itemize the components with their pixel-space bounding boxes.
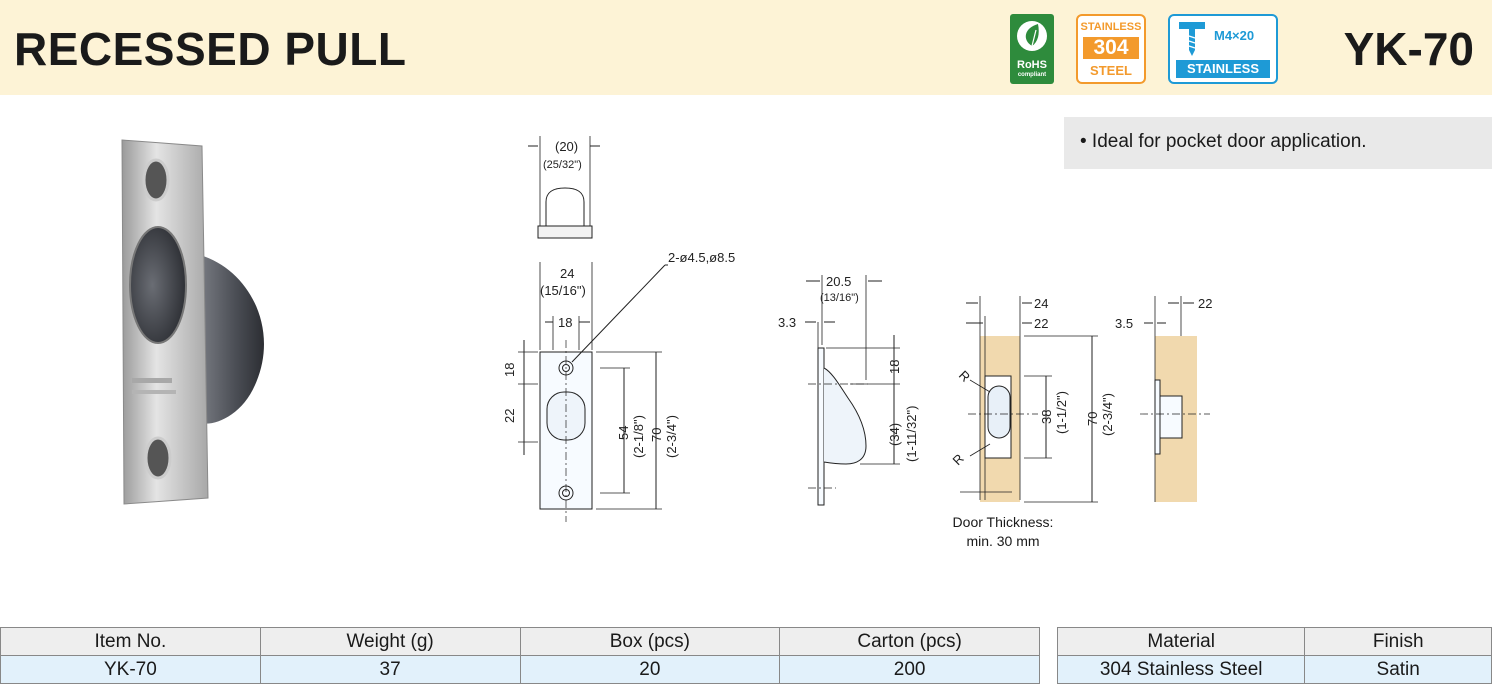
stainless-steel-badge: STAINLESS 304 STEEL xyxy=(1076,14,1146,84)
table-row: 304 Stainless Steel Satin xyxy=(1056,655,1492,684)
dim-cutout-total-length: 70 xyxy=(1085,412,1100,426)
dim-cutout-22: 22 xyxy=(1034,316,1048,331)
dim-side-top-offset: 18 xyxy=(887,360,902,374)
spec-table: Item No. Weight (g) Box (pcs) Carton (pc… xyxy=(0,627,1040,684)
door-view xyxy=(1140,296,1210,502)
dim-side-depth: 20.5 xyxy=(826,274,851,289)
dim-top-width-in: (25/32") xyxy=(543,159,582,171)
dim-door-22: 22 xyxy=(1198,296,1212,311)
header-bar: RECESSED PULL YK-70 RoHS compliant STAIN… xyxy=(0,0,1492,95)
dim-side-flange: 3.3 xyxy=(778,315,796,330)
cell-material: 304 Stainless Steel xyxy=(1056,655,1306,684)
header-material: Material xyxy=(1056,627,1306,656)
dim-cutout-total-length-in: (2-3/4") xyxy=(1100,393,1115,436)
cell-item-no: YK-70 xyxy=(0,655,261,684)
dim-cutout-length: 38 xyxy=(1039,410,1054,424)
dim-front-top-offset: 18 xyxy=(502,363,517,377)
header-box: Box (pcs) xyxy=(519,627,781,656)
cutout-view xyxy=(960,296,1098,503)
product-photo xyxy=(121,139,264,505)
dim-front-hole-pitch: 54 xyxy=(616,426,631,440)
stainless-badge-grade: 304 xyxy=(1083,37,1139,59)
header-carton: Carton (pcs) xyxy=(779,627,1040,656)
material-table: Material Finish 304 Stainless Steel Sati… xyxy=(1056,627,1492,684)
leaf-icon xyxy=(1017,21,1047,51)
stainless-badge-line1: STAINLESS xyxy=(1080,21,1142,33)
header-finish: Finish xyxy=(1304,627,1492,656)
dim-front-length-in: (2-3/4") xyxy=(664,415,679,458)
cell-weight: 37 xyxy=(259,655,521,684)
dim-front-outer-width-in: (15/16") xyxy=(540,283,586,298)
table-row: YK-70 37 20 200 xyxy=(0,655,1040,684)
rohs-label: RoHS xyxy=(1017,59,1047,71)
screw-icon xyxy=(1179,22,1205,56)
stainless-badge-line3: STEEL xyxy=(1090,63,1132,78)
header-item-no: Item No. xyxy=(0,627,261,656)
dim-top-width: (20) xyxy=(555,139,578,154)
header-weight: Weight (g) xyxy=(259,627,521,656)
dim-front-holes: 2-ø4.5,ø8.5 xyxy=(668,250,735,265)
page-title: RECESSED PULL xyxy=(14,23,407,75)
front-view xyxy=(518,262,668,522)
rohs-sublabel: compliant xyxy=(1017,72,1047,78)
note-line2: min. 30 mm xyxy=(966,533,1040,549)
table-header-row: Item No. Weight (g) Box (pcs) Carton (pc… xyxy=(0,627,1040,656)
note-line1: Door Thickness: xyxy=(952,514,1054,530)
cell-box: 20 xyxy=(519,655,781,684)
table-header-row: Material Finish xyxy=(1056,627,1492,656)
screw-material-label: STAINLESS xyxy=(1176,60,1270,78)
dim-front-length: 70 xyxy=(649,428,664,442)
screw-spec: M4×20 xyxy=(1214,28,1255,43)
dim-cutout-length-in: (1-1/2") xyxy=(1054,391,1069,434)
dim-front-recess: 22 xyxy=(502,409,517,423)
dim-door-flange: 3.5 xyxy=(1115,316,1133,331)
dim-side-depth-in: (13/16") xyxy=(820,292,859,304)
side-view xyxy=(805,275,900,506)
dim-side-recess-length: (34) xyxy=(887,423,902,446)
model-number: YK-70 xyxy=(1343,23,1474,75)
dim-cutout-radius-bottom: R xyxy=(950,451,967,468)
top-view xyxy=(528,136,600,239)
dim-front-hole-pitch-in: (2-1/8") xyxy=(631,415,646,458)
screw-badge: M4×20 STAINLESS xyxy=(1168,14,1278,84)
rohs-badge: RoHS compliant xyxy=(1010,14,1054,84)
feature-box: • Ideal for pocket door application. xyxy=(1064,117,1492,169)
dim-cutout-radius-top: R xyxy=(956,368,973,385)
dim-front-outer-width: 24 xyxy=(560,266,574,281)
cell-carton: 200 xyxy=(779,655,1040,684)
dim-cutout-24: 24 xyxy=(1034,296,1048,311)
feature-item: • Ideal for pocket door application. xyxy=(1080,131,1367,152)
dim-front-hole-width: 18 xyxy=(558,315,572,330)
dim-side-recess-length-in: (1-11/32") xyxy=(904,406,919,462)
cell-finish: Satin xyxy=(1304,655,1492,684)
door-thickness-note: Door Thickness: min. 30 mm xyxy=(928,513,1078,551)
